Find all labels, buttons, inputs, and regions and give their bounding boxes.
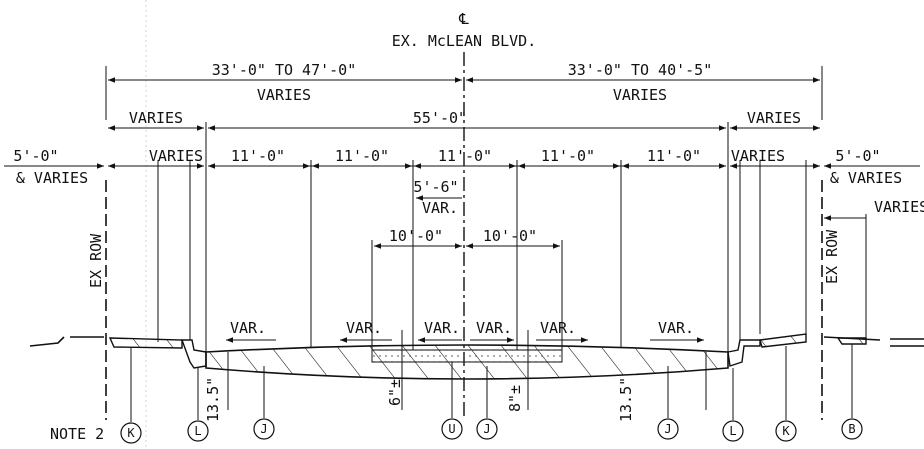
callout-l-left: L xyxy=(187,368,209,442)
lane-lines xyxy=(157,160,807,350)
right-total-width: 33'-0" TO 40'-5" xyxy=(568,61,713,79)
slope-label-5: VAR. xyxy=(540,319,576,337)
callout-j-right: J xyxy=(657,366,679,440)
right-row-label: EX ROW xyxy=(823,229,841,284)
slope-label-4: VAR. xyxy=(476,319,512,337)
callout-label-k-right: K xyxy=(782,424,790,438)
left-sidewalk-width: 5'-0" xyxy=(13,147,58,165)
note-2-label: NOTE 2 xyxy=(50,425,104,443)
callout-k-right: K xyxy=(775,346,797,442)
left-total-width: 33'-0" TO 47'-0" xyxy=(212,61,357,79)
center-width: 55'-0" xyxy=(413,109,467,127)
lane-2-width: 11'-0" xyxy=(335,147,389,165)
slope-label-1: VAR. xyxy=(230,319,266,337)
callout-k-left: K xyxy=(120,348,142,444)
right-sidewalk-varies: & VARIES xyxy=(830,169,902,187)
callout-label-b: B xyxy=(848,422,855,436)
median-right-width: 10'-0" xyxy=(483,227,537,245)
callout-label-k-left: K xyxy=(127,426,135,440)
callout-label-l-left: L xyxy=(194,424,201,438)
left-existing-ground xyxy=(29,336,104,347)
median-concrete-section xyxy=(371,349,563,363)
right-inner-varies: VARIES xyxy=(731,147,785,165)
left-depth: 6"± xyxy=(386,379,404,406)
left-outer-varies: VARIES xyxy=(129,109,183,127)
left-curb xyxy=(181,339,207,369)
right-depth: 8"± xyxy=(506,385,524,412)
right-outer-varies: VARIES xyxy=(747,109,801,127)
median-left-width: 10'-0" xyxy=(389,227,443,245)
callout-b: B xyxy=(841,344,863,440)
lane-4-width: 11'-0" xyxy=(541,147,595,165)
far-right-varies: VARIES xyxy=(874,198,924,216)
lane-3-width: 11'-0" xyxy=(438,147,492,165)
far-right-slab xyxy=(836,337,867,345)
callout-j-center: J xyxy=(476,366,498,440)
left-row-label: EX ROW xyxy=(87,233,105,288)
slope-label-6: VAR. xyxy=(658,319,694,337)
left-sidewalk-slab xyxy=(108,337,183,349)
lane-1-width: 11'-0" xyxy=(231,147,285,165)
left-curb-height: 13.5" xyxy=(204,377,222,422)
callout-label-j-right: J xyxy=(664,422,671,436)
slope-label-2: VAR. xyxy=(346,319,382,337)
median-half-width: 5'-6" xyxy=(413,178,458,196)
left-varies-label: VARIES xyxy=(257,86,311,104)
centerline-symbol: ℄ xyxy=(458,10,469,28)
right-varies-label: VARIES xyxy=(613,86,667,104)
left-inner-varies: VARIES xyxy=(149,147,203,165)
lane-5-width: 11'-0" xyxy=(647,147,701,165)
right-curb xyxy=(727,339,761,367)
median-var-label: VAR. xyxy=(422,199,458,217)
callout-u: U xyxy=(441,362,463,440)
road-name-label: EX. McLEAN BLVD. xyxy=(392,32,537,50)
callout-label-j-center: J xyxy=(483,422,490,436)
right-curb-height: 13.5" xyxy=(617,377,635,422)
right-sidewalk-slab xyxy=(759,333,807,348)
callout-j-left: J xyxy=(253,366,275,440)
left-sidewalk-varies: & VARIES xyxy=(16,169,88,187)
callout-l-right: L xyxy=(722,368,744,442)
slope-label-3: VAR. xyxy=(424,319,460,337)
right-sidewalk-width: 5'-0" xyxy=(835,147,880,165)
callout-label-l-right: L xyxy=(729,424,736,438)
callout-label-j-left: J xyxy=(260,422,267,436)
callout-label-u: U xyxy=(448,422,455,436)
